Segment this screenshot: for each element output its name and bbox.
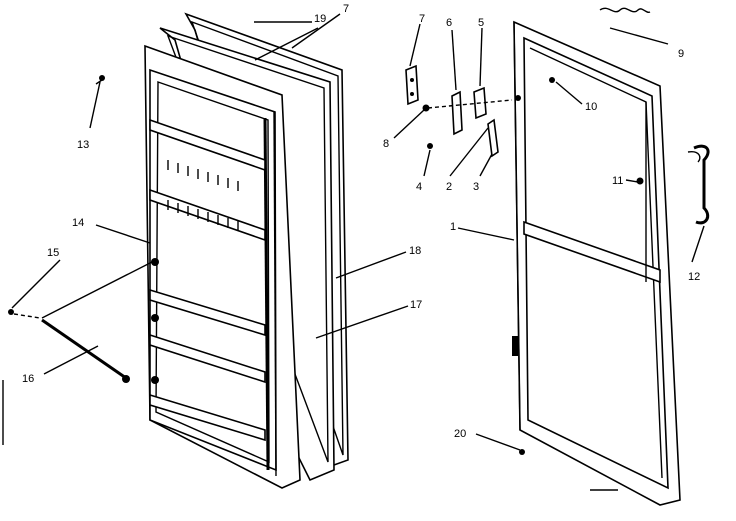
hinge-parts bbox=[405, 64, 513, 158]
callout-6: 5 bbox=[478, 17, 484, 29]
shelf-clip bbox=[151, 258, 159, 266]
callout-7-upper: 7 bbox=[343, 3, 349, 15]
screw-13 bbox=[99, 75, 105, 81]
liner-vent-rows bbox=[167, 160, 239, 231]
callout-19: 19 bbox=[314, 13, 326, 25]
frame-crossbar bbox=[523, 220, 661, 284]
callout-17: 17 bbox=[410, 299, 422, 311]
rod-end-cap bbox=[8, 309, 14, 315]
callout-3: 3 bbox=[473, 181, 479, 193]
callout-7-hinge: 7 bbox=[419, 13, 425, 25]
callout-14: 14 bbox=[72, 217, 84, 229]
door-liner-assembly bbox=[99, 12, 349, 489]
shelf-clip bbox=[151, 376, 159, 384]
shelf-rod bbox=[8, 309, 130, 383]
callout-20: 20 bbox=[454, 428, 466, 440]
callout-4: 4 bbox=[416, 181, 422, 193]
callout-10: 10 bbox=[585, 101, 597, 113]
screw-20 bbox=[519, 449, 525, 455]
hinge-7 bbox=[405, 64, 419, 106]
door-frame-assembly bbox=[512, 20, 681, 506]
callout-13: 13 bbox=[77, 139, 89, 151]
screw-10 bbox=[549, 77, 555, 83]
callout-2: 2 bbox=[446, 181, 452, 193]
hinge-3 bbox=[487, 118, 499, 158]
door-inner-opening bbox=[523, 36, 669, 490]
callout-1: 1 bbox=[450, 221, 456, 233]
door-handle bbox=[687, 144, 710, 225]
wire-9 bbox=[599, 7, 651, 14]
callout-labels: 7 19 13 14 15 16 18 17 7 6 5 8 4 2 3 9 1… bbox=[22, 3, 700, 440]
callout-9: 9 bbox=[678, 48, 684, 60]
callout-8: 8 bbox=[383, 138, 389, 150]
callout-15: 15 bbox=[47, 247, 59, 259]
pin-4 bbox=[427, 143, 433, 149]
callout-11: 11 bbox=[612, 175, 623, 187]
screw-11 bbox=[636, 177, 644, 185]
shelf-clip bbox=[151, 314, 159, 322]
callout-18: 18 bbox=[409, 245, 421, 257]
screw-8 bbox=[422, 104, 430, 112]
callout-16: 16 bbox=[22, 373, 34, 385]
callout-12: 12 bbox=[688, 271, 700, 283]
callout-5: 6 bbox=[446, 17, 452, 29]
hinge-5 bbox=[451, 90, 463, 136]
leader-lines bbox=[11, 13, 705, 451]
